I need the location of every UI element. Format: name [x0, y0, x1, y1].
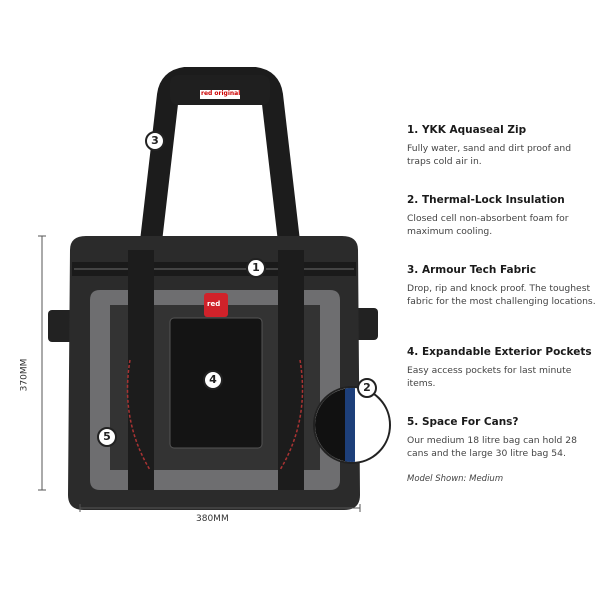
feature-text: Easy access pockets for last minute item…	[407, 365, 572, 389]
width-dimension-label: 380MM	[196, 514, 229, 524]
feature-title: 1. YKK Aquaseal Zip	[407, 124, 527, 136]
feature-title: 5. Space For Cans?	[407, 416, 519, 428]
marker-3: 3	[145, 131, 165, 151]
feature-text: Closed cell non-absorbent foam for maxim…	[407, 213, 569, 237]
marker-5: 5	[97, 427, 117, 447]
cooler-bag-illustration	[38, 67, 391, 512]
feature-title: 3. Armour Tech Fabric	[407, 264, 537, 276]
feature-title: 2. Thermal-Lock Insulation	[407, 194, 565, 206]
feature-title: 4. Expandable Exterior Pockets	[407, 346, 592, 358]
marker-2: 2	[357, 378, 377, 398]
brand-logo: red original	[201, 90, 241, 97]
feature-text: Fully water, sand and dirt proof and tra…	[407, 143, 572, 167]
height-dimension-label: 370MM	[19, 358, 30, 392]
product-image	[38, 67, 391, 512]
feature-text: Drop, rip and knock proof. The toughest …	[407, 283, 596, 307]
model-note: Model Shown: Medium	[407, 474, 504, 484]
feature-text: Our medium 18 litre bag can hold 28 cans…	[407, 435, 577, 459]
marker-1: 1	[246, 258, 266, 278]
feature-cans: 5. Space For Cans? Our medium 18 litre ba…	[407, 416, 597, 460]
front-logo: red	[207, 300, 221, 308]
marker-4: 4	[203, 370, 223, 390]
